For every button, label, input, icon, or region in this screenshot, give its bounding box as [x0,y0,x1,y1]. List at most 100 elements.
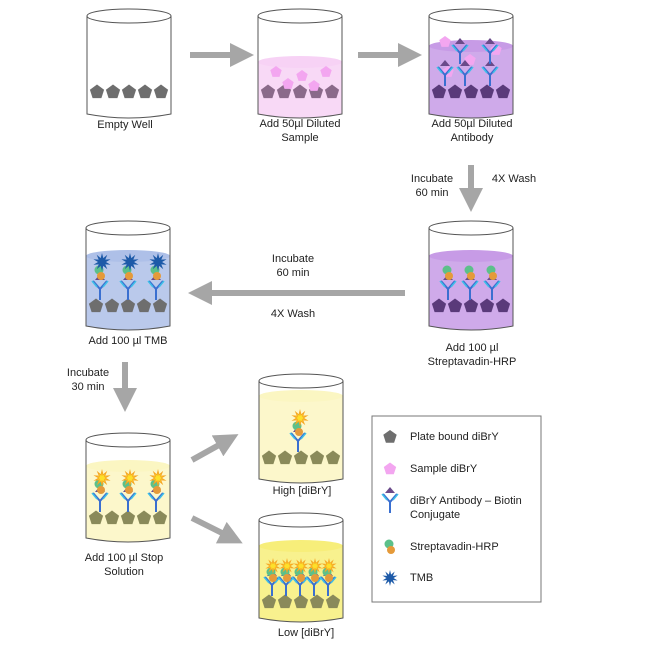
tmb-star [149,253,167,271]
antibody-arm-left-inner [91,280,98,288]
antibody-arm-right [491,280,500,290]
antibody-arm-left-inner [481,66,488,74]
hrp-circle [325,574,333,582]
antibody-arm-right [297,432,306,442]
antibody-arm-left [148,280,157,290]
antibody-arm-left [278,576,287,586]
plate-bound-pentagon [104,510,120,525]
biotin-triangle [455,38,465,44]
plate-bound-pentagon [463,84,479,99]
well-liquid-surface [86,250,170,262]
hrp-circle [489,272,497,280]
antibody-arm-left [440,280,449,290]
sample-pentagon [490,44,502,55]
hrp-circle [283,574,291,582]
pentagon-gray-icon [383,430,397,443]
antibody-arm-left-inner [305,576,312,584]
antibody-arm-right-inner [300,432,307,440]
antibody-arm-left [264,576,273,586]
plate-bound-pentagon [447,84,463,99]
well-rim [257,8,343,24]
plate-bound-pentagon [479,298,495,313]
well-rim [258,373,344,389]
hrp-circle [153,272,161,280]
high-star-inner [295,413,305,423]
antibody-arm-left-inner [456,66,463,74]
plate-bound-pentagon [309,594,325,609]
hrp-circle [467,272,475,280]
antibody-arm-right [464,66,473,76]
antibody-arm-right-inner [492,66,499,74]
antibody-arm-left [92,492,101,502]
antibody-arm-right-inner [494,280,501,288]
antibody-arm-right [99,492,108,502]
sample-pentagon [270,66,282,77]
hrp-circle [125,486,133,494]
well-wall [258,381,344,484]
antibody-arm-left [452,44,461,54]
antibody-arm-right-inner [447,66,454,74]
plate-bound-pentagon [463,298,479,313]
arrow-stop-to-high [190,434,239,463]
antibody-arm-right [127,492,136,502]
antibody-arm-right-inner [130,280,137,288]
antibody-arm-left [482,44,491,54]
plate-bound-pentagon [495,84,511,99]
antibody-arm-right-inner [472,280,479,288]
antibody-arm-right [389,493,398,503]
plate-bound-pentagon [121,84,137,99]
well-stop [85,432,171,543]
antibody-icon [481,38,499,64]
antibody-arm-left-inner [436,66,443,74]
plate-bound-pentagon [105,84,121,99]
antibody-arm-right-inner [158,492,165,500]
legend-label-tmb: TMB [410,572,434,584]
sample-pentagon [282,78,294,89]
antibody-arm-right [155,492,164,502]
plate-bound-pentagon [136,510,152,525]
hrp-circle [125,272,133,280]
plate-bound-pentagon [120,298,136,313]
label-high: High [diBrY] [272,485,332,497]
antibody-arm-left-inner [451,44,458,52]
antibody-arm-left [306,576,315,586]
plate-bound-pentagon [261,594,277,609]
well-wall [428,16,514,119]
well-liquid-surface [429,250,513,262]
antibody-arm-right-inner [130,492,137,500]
well-rim [258,512,344,528]
well-rim [85,220,171,236]
well-low [258,512,344,623]
antibody-arm-right-inner [462,44,469,52]
plate-bound-pentagon [153,84,169,99]
antibody-arm-right [469,280,478,290]
antibody-arm-left [457,66,466,76]
plate-bound-pentagon [136,298,152,313]
hrp-circle [297,574,305,582]
tmb-star [121,253,139,271]
stop-star-inner [97,473,107,483]
antibody-arm-left [292,576,301,586]
legend-frame [371,415,542,603]
well-high [258,373,344,484]
low-star-inner [296,561,306,571]
label-wash-a: 4X Wash [491,173,537,185]
antibody-arm-left-inner [119,280,126,288]
antibody-arm-left-inner [481,44,488,52]
antibody-arm-left [92,280,101,290]
plate-bound-pentagon [431,84,447,99]
antibody-arm-right [127,280,136,290]
well-empty [86,8,172,119]
plate-bound-pentagon [104,298,120,313]
antibody-arm-right-inner [102,280,109,288]
plate-bound-pentagon [120,510,136,525]
plate-bound-pentagon [277,594,293,609]
plate-bound-pentagon [260,84,276,99]
